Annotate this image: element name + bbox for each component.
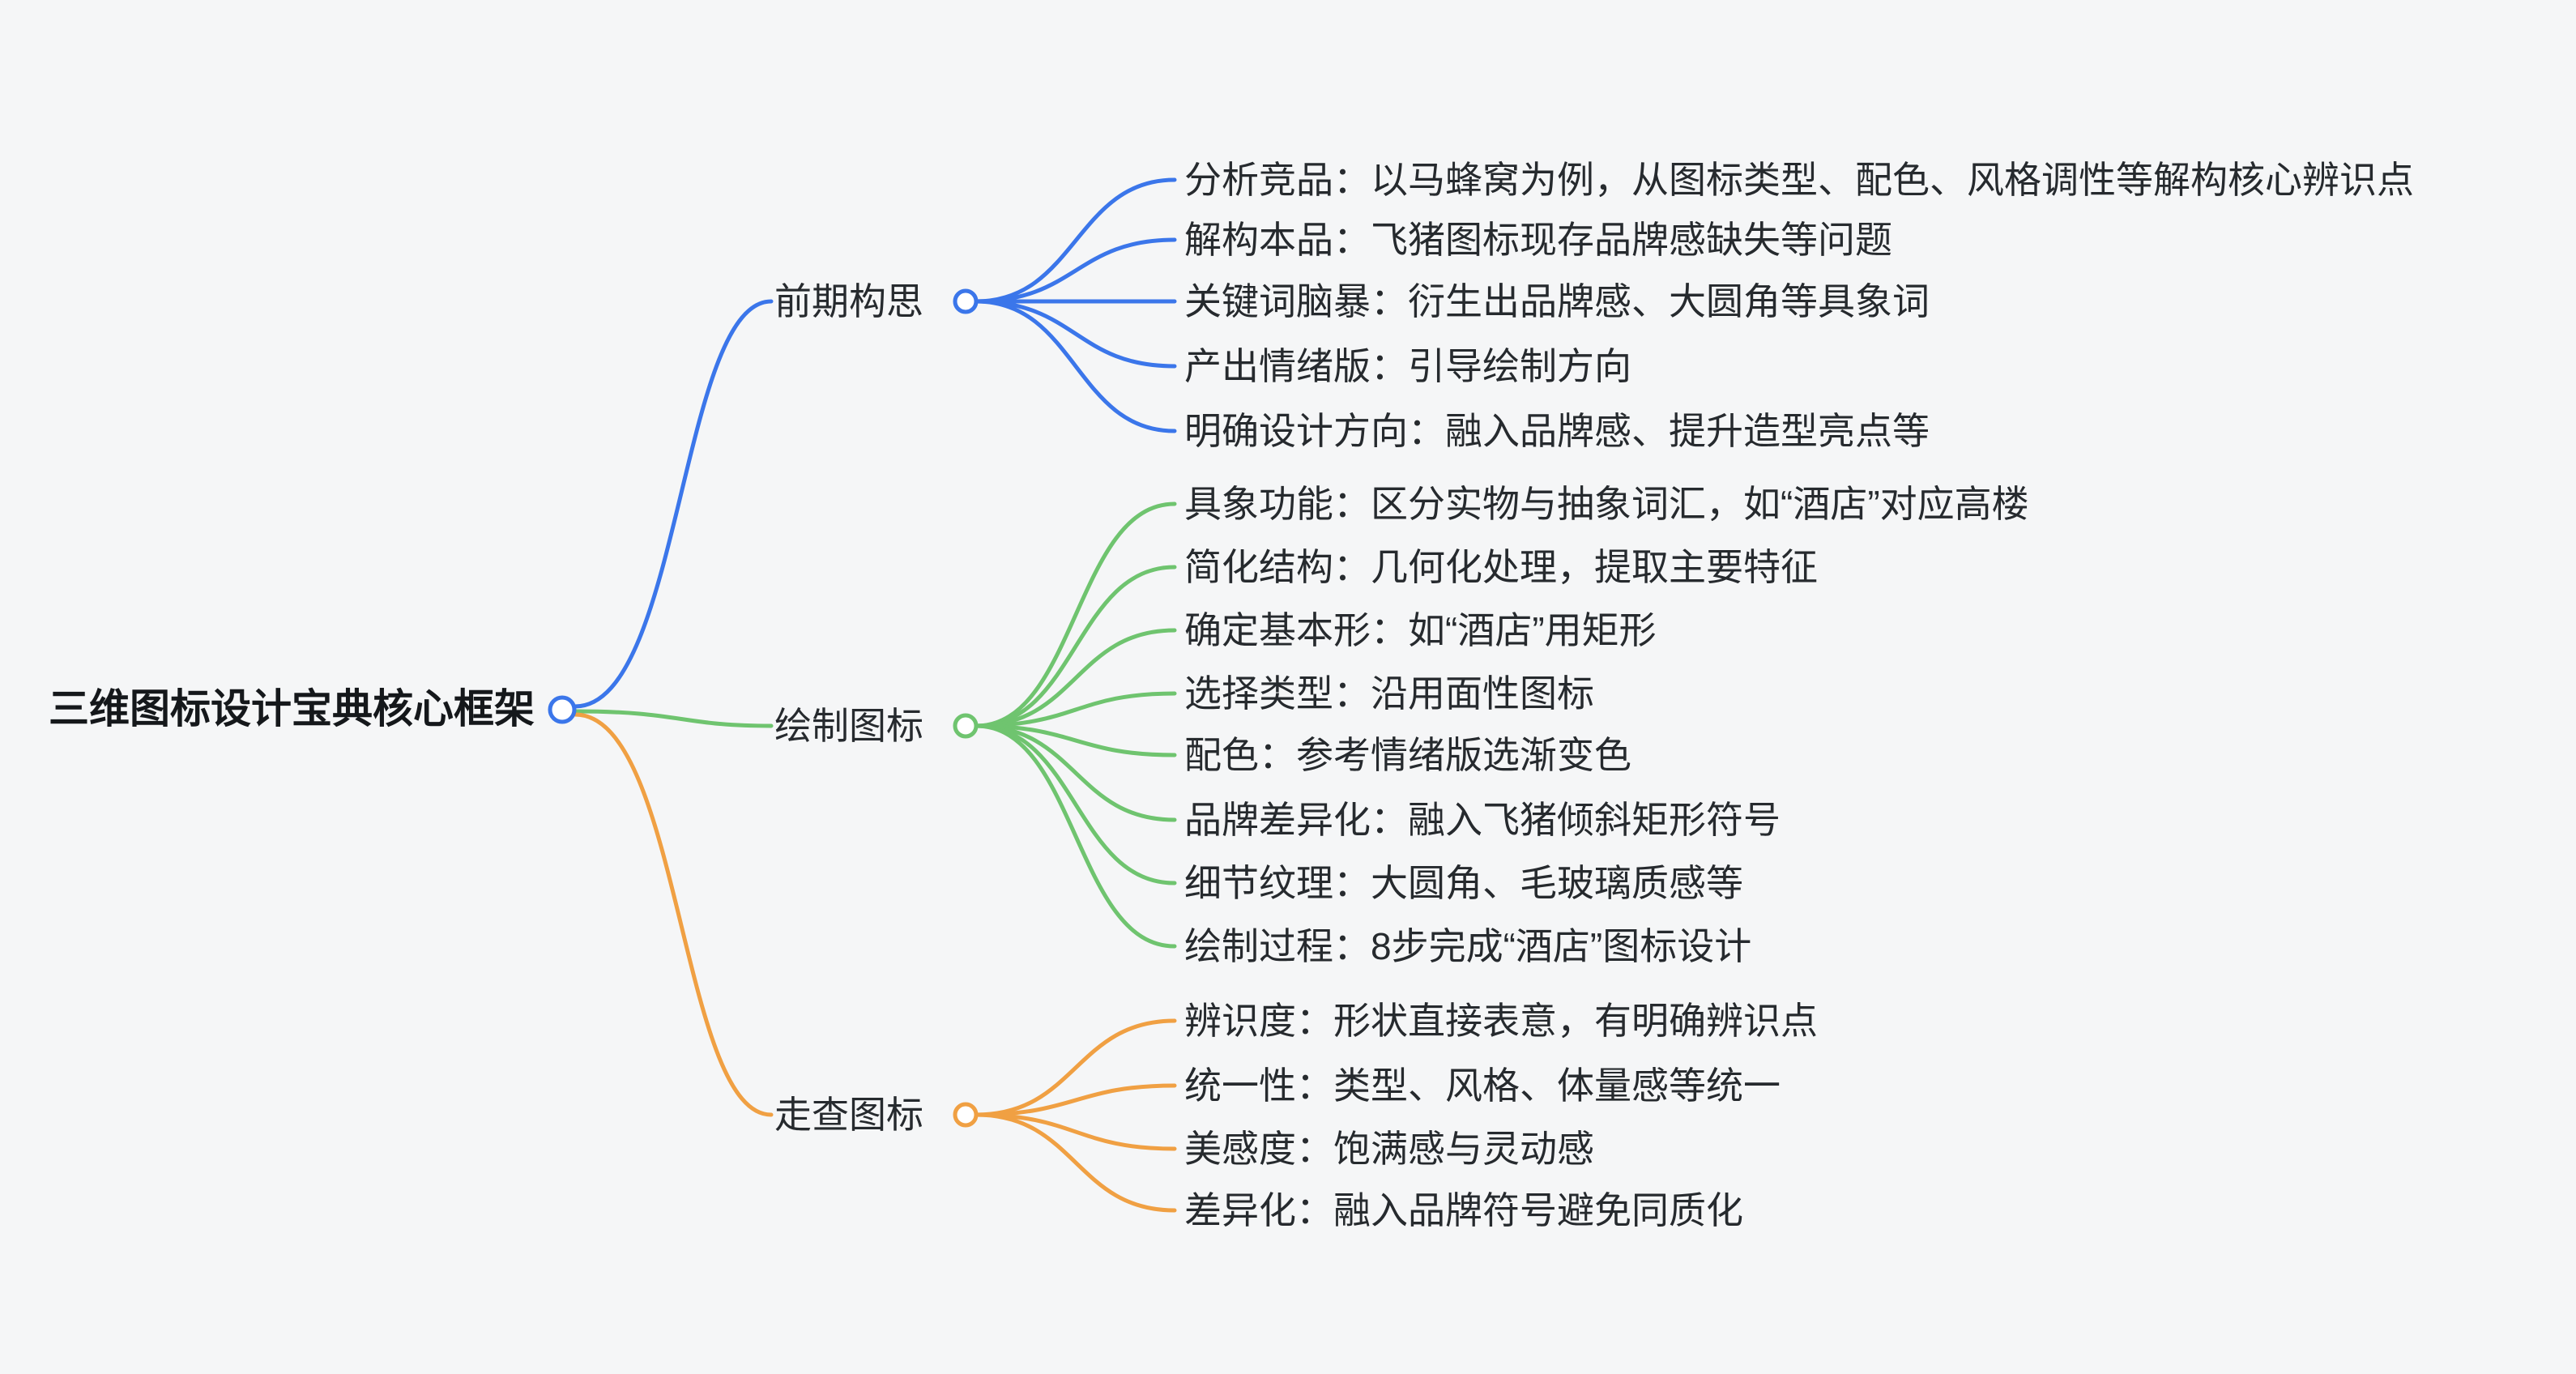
- leaf-node[interactable]: 具象功能：区分实物与抽象词汇，如“酒店”对应高楼: [1184, 483, 2029, 525]
- connector-leaf: [974, 691, 1177, 728]
- connector-leaf: [974, 723, 1177, 757]
- leaf-node[interactable]: 统一性：类型、风格、体量感等统一: [1184, 1065, 1781, 1107]
- leaf-node[interactable]: 确定基本形：如“酒店”用矩形: [1184, 609, 1657, 651]
- leaf-node[interactable]: 产出情绪版：引导绘制方向: [1184, 345, 1631, 387]
- branch-node-early-conception[interactable]: 前期构思: [774, 280, 923, 322]
- leaf-node[interactable]: 品牌差异化：融入飞猪倾斜矩形符号: [1184, 799, 1781, 841]
- branch-review-collapse-handle[interactable]: [953, 1102, 979, 1128]
- branch-node-draw-icons[interactable]: 绘制图标: [774, 705, 923, 747]
- leaf-node[interactable]: 细节纹理：大圆角、毛玻璃质感等: [1184, 862, 1743, 904]
- connector-leaf: [974, 565, 1177, 728]
- branch-node-review-icons[interactable]: 走查图标: [774, 1094, 923, 1136]
- connector-leaf: [974, 723, 1177, 885]
- leaf-node[interactable]: 关键词脑暴：衍生出品牌感、大圆角等具象词: [1184, 280, 1930, 322]
- leaf-node[interactable]: 绘制过程：8步完成“酒店”图标设计: [1184, 925, 1752, 967]
- leaf-node[interactable]: 选择类型：沿用面性图标: [1184, 672, 1594, 715]
- leaf-node[interactable]: 解构本品：飞猪图标现存品牌感缺失等问题: [1184, 219, 1892, 261]
- connector-root-branch-early: [573, 299, 774, 709]
- connector-leaf: [974, 237, 1177, 304]
- branch-early-collapse-handle[interactable]: [953, 288, 979, 314]
- leaf-node[interactable]: 差异化：融入品牌符号避免同质化: [1184, 1189, 1743, 1231]
- connector-root-branch-draw: [573, 709, 774, 728]
- connector-leaf: [974, 723, 1177, 822]
- leaf-node[interactable]: 配色：参考情绪版选渐变色: [1184, 734, 1631, 776]
- connector-leaf: [974, 1112, 1177, 1151]
- leaf-node[interactable]: 明确设计方向：融入品牌感、提升造型亮点等: [1184, 410, 1930, 452]
- connector-root-branch-review: [573, 712, 774, 1117]
- connector-leaf: [974, 1112, 1177, 1213]
- connector-leaf: [974, 501, 1177, 728]
- root-node[interactable]: 三维图标设计宝典核心框架: [49, 686, 535, 732]
- leaf-node[interactable]: 简化结构：几何化处理，提取主要特征: [1184, 546, 1818, 588]
- connector-leaf: [974, 1018, 1177, 1117]
- root-collapse-handle[interactable]: [548, 695, 577, 724]
- leaf-node[interactable]: 分析竞品：以马蜂窝为例，从图标类型、配色、风格调性等解构核心辨识点: [1184, 159, 2414, 201]
- connector-leaf: [974, 299, 1177, 369]
- connector-leaf: [974, 628, 1177, 728]
- leaf-node[interactable]: 辨识度：形状直接表意，有明确辨识点: [1184, 1000, 1818, 1042]
- connector-leaf: [974, 723, 1177, 949]
- connector-leaf: [974, 177, 1177, 304]
- connector-leaf: [974, 1083, 1177, 1117]
- connector-leaf: [974, 299, 1177, 433]
- leaf-node[interactable]: 美感度：饱满感与灵动感: [1184, 1128, 1594, 1170]
- branch-draw-collapse-handle[interactable]: [953, 713, 979, 739]
